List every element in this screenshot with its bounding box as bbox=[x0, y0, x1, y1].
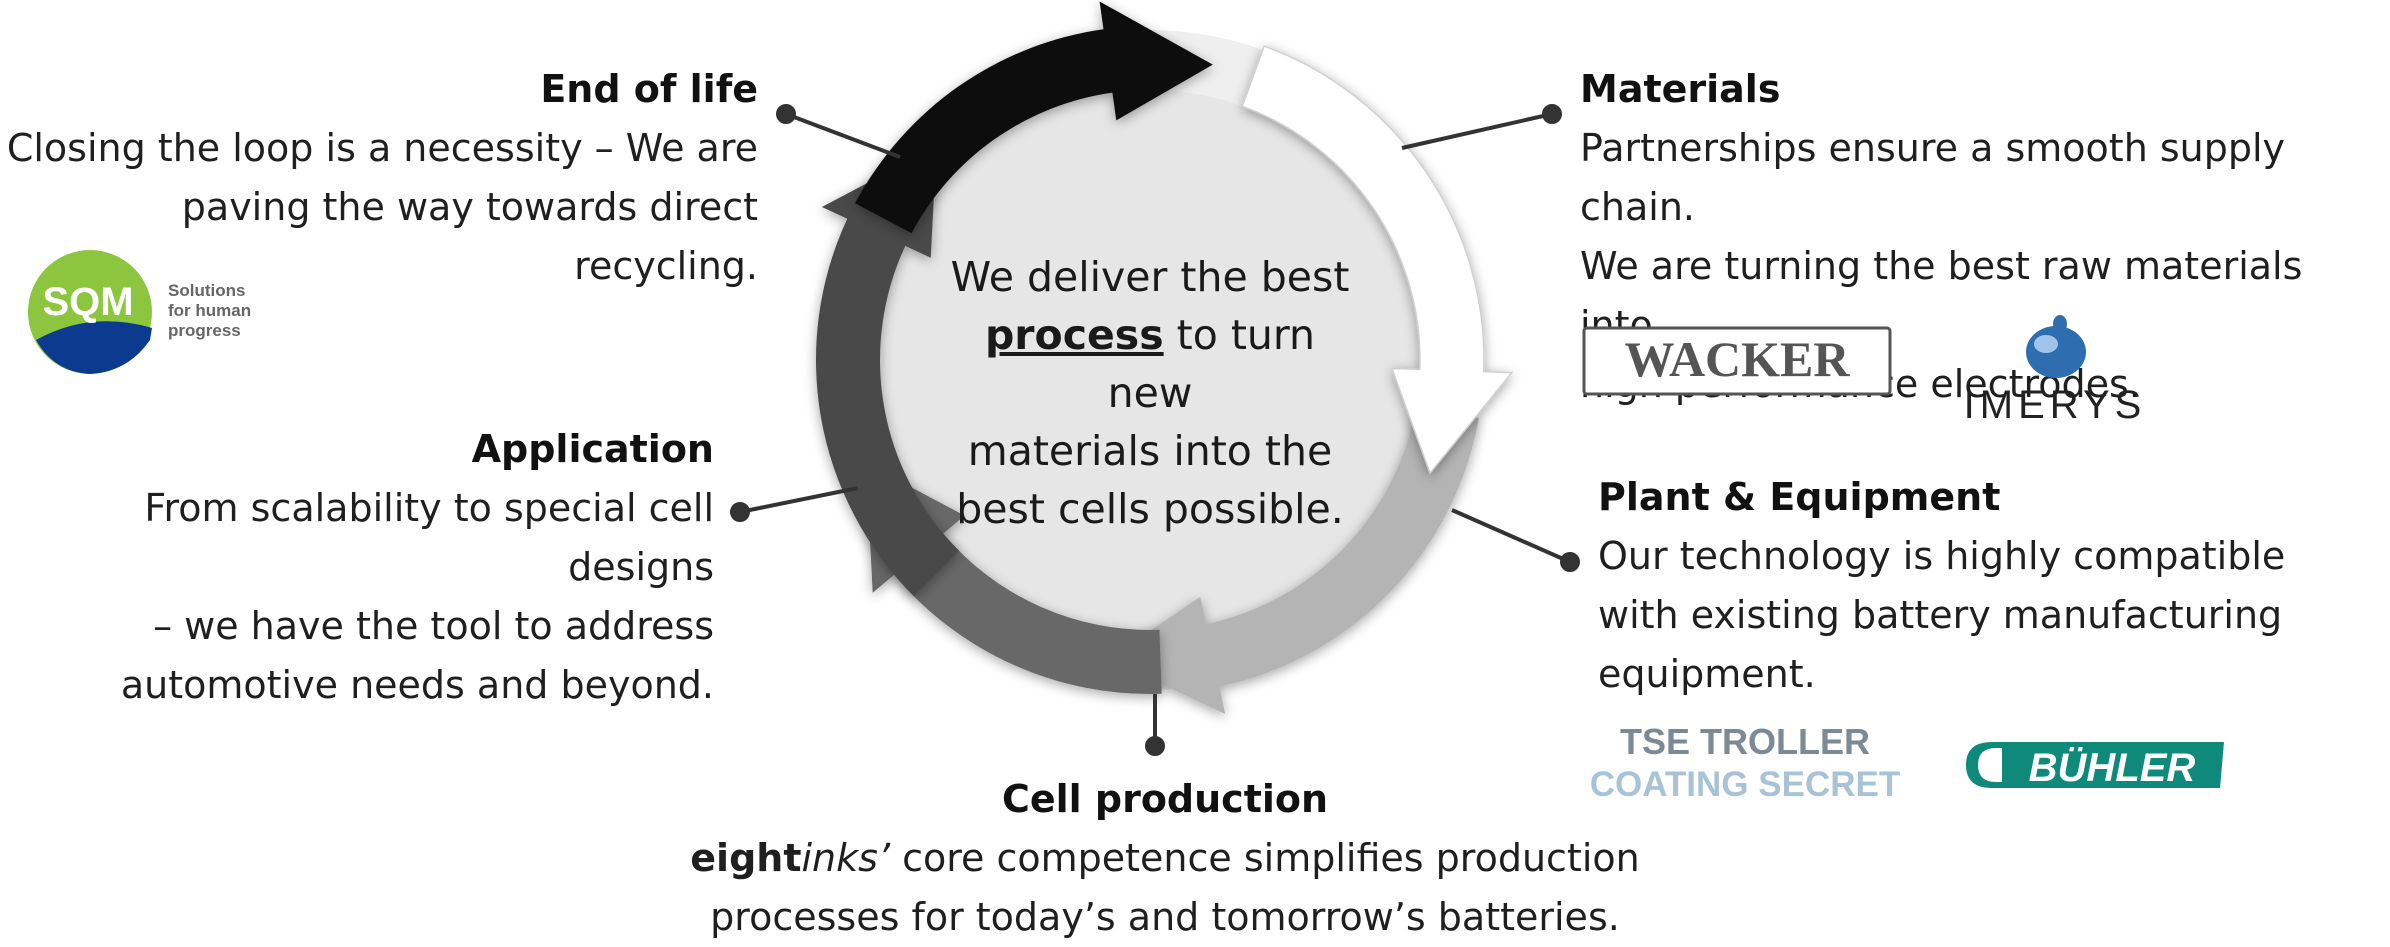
brand-eight: eight bbox=[690, 836, 802, 880]
leader-end-of-life bbox=[785, 112, 901, 159]
sqm-tagline-2: for human bbox=[168, 301, 251, 320]
application-line-1: From scalability to special cell designs bbox=[144, 486, 714, 589]
inner-disc bbox=[880, 90, 1420, 630]
materials-line-2: We are turning the best raw materials in… bbox=[1580, 244, 2303, 347]
cell-production-line-2: processes for today’s and tomorrow’s bat… bbox=[710, 895, 1620, 939]
arrow-cell-to-application bbox=[866, 463, 1162, 695]
leader-application bbox=[739, 486, 859, 514]
buhler-text: BÜHLER bbox=[2029, 745, 2196, 790]
leader-end-of-life-dot bbox=[776, 104, 796, 124]
cell-production-line-1: core competence simplifies production bbox=[890, 836, 1640, 880]
leader-materials bbox=[1401, 112, 1553, 150]
application-line-3: automotive needs and beyond. bbox=[120, 663, 714, 707]
plant-equipment-title: Plant & Equipment bbox=[1598, 475, 2001, 519]
sqm-tagline-3: progress bbox=[168, 321, 241, 340]
plant-equipment-line-2: with existing battery manufacturing bbox=[1598, 593, 2283, 637]
sqm-logo: SQM Solutions for human progress bbox=[28, 248, 278, 376]
imerys-text: IMERYS bbox=[1964, 383, 2147, 424]
application-block: Application From scalability to special … bbox=[0, 420, 714, 715]
troller-line-1: TSE TROLLER bbox=[1620, 721, 1870, 762]
center-line-3: materials into the bbox=[967, 427, 1333, 475]
center-line-2: to turn new bbox=[1107, 311, 1316, 417]
plant-equipment-block: Plant & Equipment Our technology is high… bbox=[1598, 468, 2378, 704]
cell-production-title: Cell production bbox=[1001, 777, 1329, 821]
wacker-text: WACKER bbox=[1624, 331, 1850, 387]
wacker-logo: WACKER bbox=[1582, 326, 1892, 396]
materials-title: Materials bbox=[1580, 67, 1781, 111]
application-line-2: – we have the tool to address bbox=[153, 604, 714, 648]
troller-logo: TSE TROLLER COATING SECRET bbox=[1580, 718, 1910, 808]
sqm-mark: SQM bbox=[42, 280, 133, 324]
leader-cell-production-dot bbox=[1145, 736, 1165, 756]
materials-line-1: Partnerships ensure a smooth supply chai… bbox=[1580, 126, 2286, 229]
center-line-4: best cells possible. bbox=[956, 485, 1344, 533]
leader-plant-equipment bbox=[1451, 508, 1571, 564]
imerys-logo: IMERYS bbox=[1960, 312, 2150, 427]
end-of-life-block: End of life Closing the loop is a necess… bbox=[0, 60, 758, 296]
plant-equipment-line-3: equipment. bbox=[1598, 652, 1816, 696]
end-of-life-title: End of life bbox=[540, 67, 758, 111]
leader-materials-dot bbox=[1542, 104, 1562, 124]
arrow-application-to-end-of-life bbox=[815, 146, 960, 597]
application-title: Application bbox=[471, 427, 714, 471]
leader-plant-equipment-dot bbox=[1560, 552, 1580, 572]
arrow-materials-to-plant bbox=[1241, 45, 1514, 475]
troller-line-2: COATING SECRET bbox=[1590, 765, 1900, 804]
sqm-tagline-1: Solutions bbox=[168, 281, 245, 300]
end-of-life-line-1: Closing the loop is a necessity – We are bbox=[6, 126, 758, 170]
cell-production-block: Cell production eightinks’ core competen… bbox=[640, 770, 1690, 947]
center-statement: We deliver the best process to turn new … bbox=[940, 248, 1360, 538]
plant-equipment-line-1: Our technology is highly compatible bbox=[1598, 534, 2286, 578]
brand-inks: inks’ bbox=[801, 836, 891, 880]
end-of-life-line-2: paving the way towards direct recycling. bbox=[181, 185, 758, 288]
arrow-end-of-life-to-materials bbox=[855, 1, 1213, 234]
arrow-plant-to-cell bbox=[1108, 406, 1479, 715]
center-emphasis: process bbox=[984, 311, 1164, 359]
leader-application-dot bbox=[730, 502, 750, 522]
buhler-logo: BÜHLER bbox=[1962, 736, 2232, 794]
center-line-1: We deliver the best bbox=[950, 253, 1350, 301]
